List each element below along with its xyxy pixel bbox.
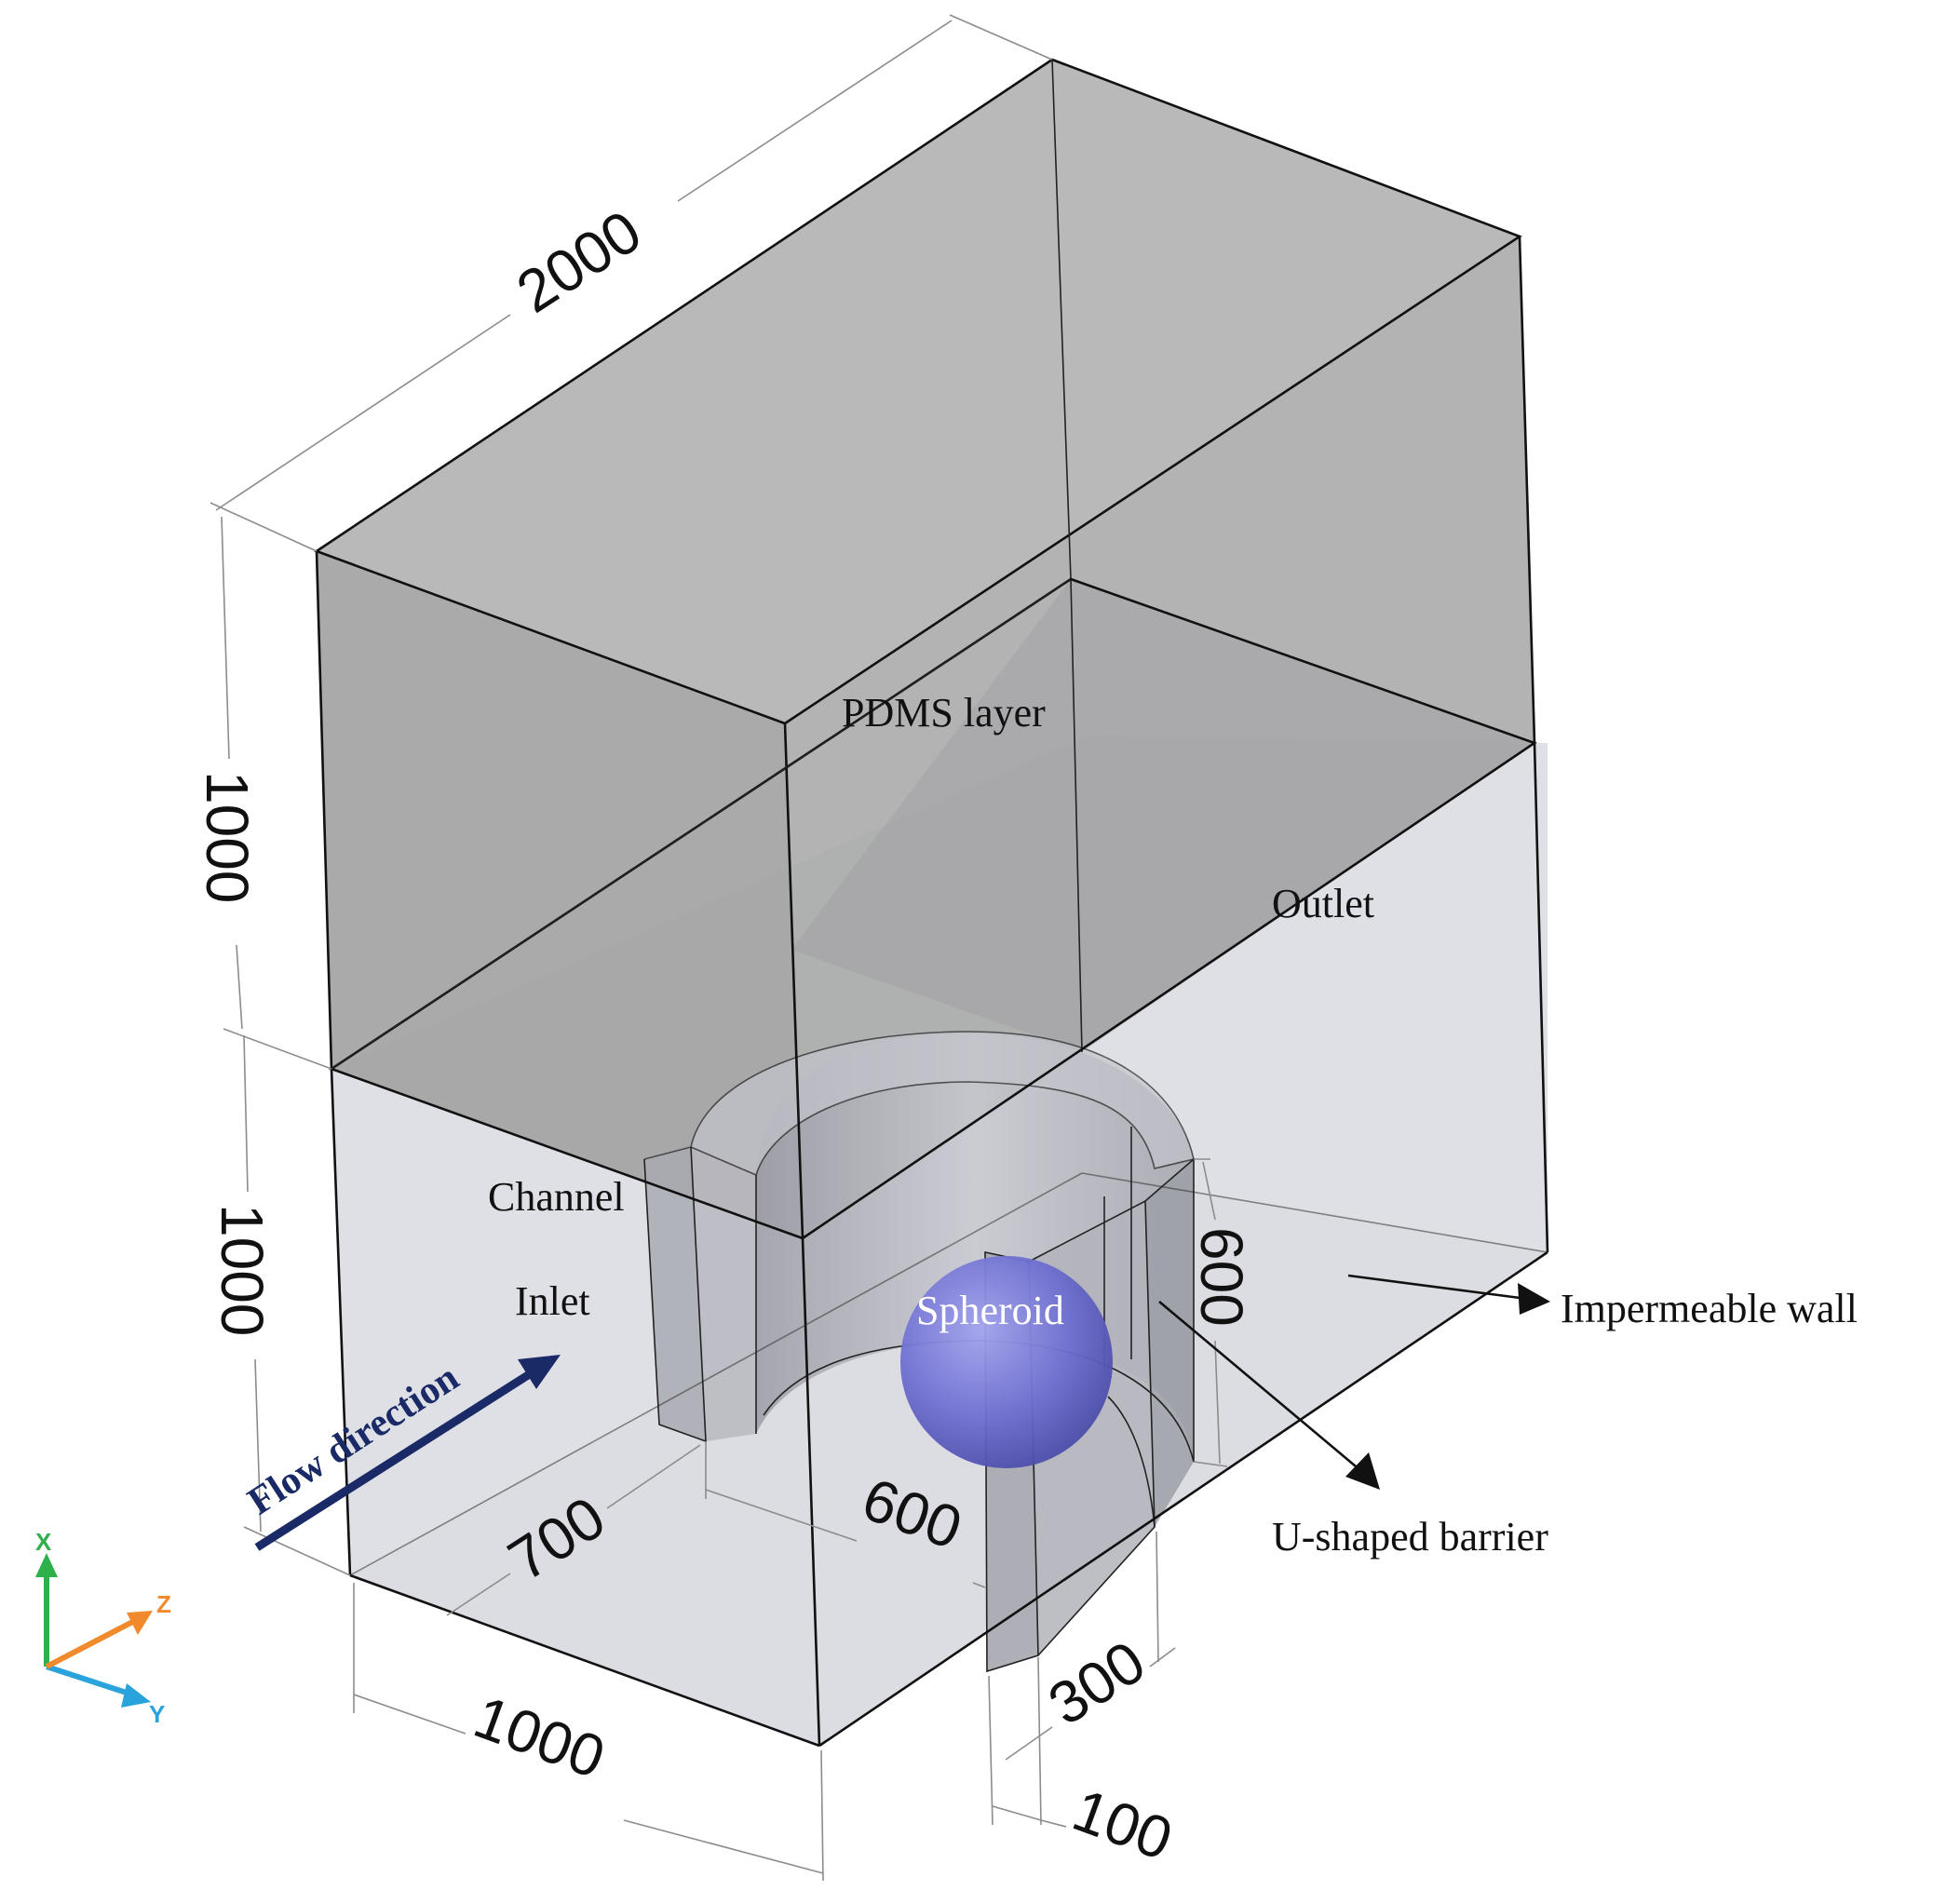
arrowhead-icon [1345, 1452, 1380, 1490]
dimension-lines [210, 14, 1228, 1882]
spheroid [900, 1256, 1113, 1468]
dim-barrier-height: 600 [1188, 1227, 1255, 1327]
block-edges [314, 58, 1549, 1748]
dim-barrier-thickness: 100 [1064, 1776, 1181, 1872]
dim-top-length: 2000 [505, 197, 653, 326]
axis-y-label: Y [149, 1700, 165, 1728]
arrow-right-icon [518, 1355, 561, 1389]
label-pdms-layer: PDMS layer [842, 690, 1046, 736]
dim-lower-height: 1000 [209, 1204, 276, 1336]
pdms-block [317, 60, 1534, 1238]
arrowhead-icon [1518, 1283, 1550, 1315]
label-impermeable-wall: Impermeable wall [1561, 1286, 1858, 1331]
dim-upper-height: 1000 [194, 771, 261, 903]
pointer-arrows [1158, 1274, 1550, 1490]
dim-barrier-offset: 300 [1036, 1627, 1156, 1738]
label-channel: Channel [488, 1174, 625, 1220]
axis-triad: X Y Z [35, 1528, 171, 1728]
label-spheroid: Spheroid [916, 1288, 1064, 1333]
label-u-shaped-barrier: U-shaped barrier [1272, 1514, 1548, 1560]
label-inlet: Inlet [515, 1278, 590, 1324]
dim-bottom-width: 1000 [466, 1682, 613, 1790]
axis-z-label: Z [156, 1590, 171, 1618]
axis-x-label: X [35, 1528, 52, 1556]
label-outlet: Outlet [1272, 881, 1374, 926]
